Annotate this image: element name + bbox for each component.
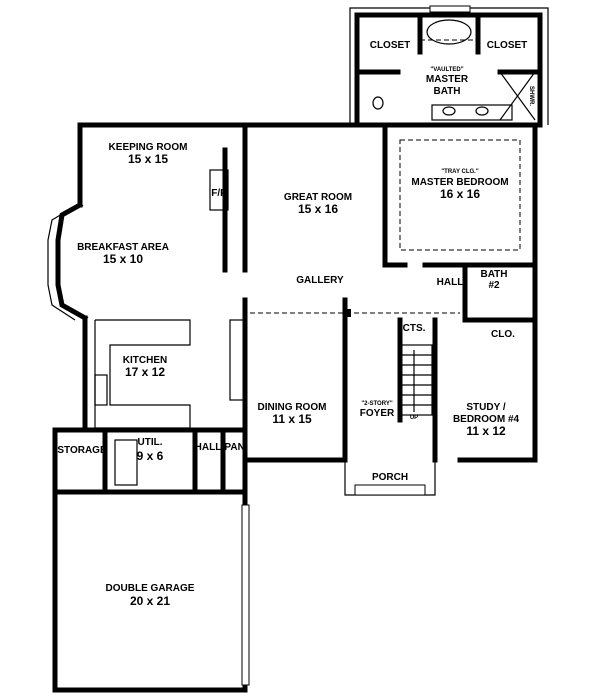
garage-size: 20 x 21 xyxy=(130,594,170,608)
master-bath-note: "VAULTED" xyxy=(430,67,463,73)
storage-label: STORAGE xyxy=(57,445,107,456)
master-bedroom-size: 16 x 16 xyxy=(440,187,480,201)
stair-up-label: UP xyxy=(410,415,418,421)
master-bedroom-label: MASTER BEDROOM xyxy=(411,177,508,188)
master-bath-label-1: MASTER xyxy=(426,74,469,85)
closet-right-label: CLOSET xyxy=(487,40,528,51)
garage-label: DOUBLE GARAGE xyxy=(106,583,195,594)
util-size: 9 x 6 xyxy=(137,449,164,463)
porch-label: PORCH xyxy=(372,472,408,483)
gallery-label: GALLERY xyxy=(296,275,344,286)
shower-label: SHWR. xyxy=(528,86,534,106)
dining-room-size: 11 x 15 xyxy=(272,412,312,426)
dining-room-label: DINING ROOM xyxy=(258,402,327,413)
main-walls xyxy=(47,122,538,693)
study-label-1: STUDY / xyxy=(466,402,505,413)
great-room-size: 15 x 16 xyxy=(298,202,338,216)
staircase xyxy=(399,344,433,416)
room-labels: CLOSET CLOSET "VAULTED" MASTER BATH SHWR… xyxy=(57,40,534,608)
hall-upper-label: HALL xyxy=(437,277,464,288)
study-label-2: BEDROOM #4 xyxy=(453,414,520,425)
breakfast-area-label: BREAKFAST AREA xyxy=(77,242,169,253)
master-bath-label-2: BATH xyxy=(433,86,460,97)
keeping-room-size: 15 x 15 xyxy=(128,152,168,166)
foyer-label: FOYER xyxy=(360,408,395,419)
hall-lower-label: HALL xyxy=(195,442,222,453)
pantry-label: PAN. xyxy=(224,442,247,453)
fireplace-label: F/P xyxy=(211,188,227,199)
clo-label: CLO. xyxy=(491,329,515,340)
util-label: UTIL. xyxy=(138,437,163,448)
bath2-label-2: #2 xyxy=(488,280,500,291)
master-bedroom-note: "TRAY CLG." xyxy=(441,169,479,175)
bath2-label-1: BATH xyxy=(480,269,507,280)
cts-label: CTS. xyxy=(403,323,426,334)
kitchen-label: KITCHEN xyxy=(123,355,167,366)
breakfast-area-size: 15 x 10 xyxy=(103,252,143,266)
closet-left-label: CLOSET xyxy=(370,40,411,51)
study-size: 11 x 12 xyxy=(466,424,506,438)
great-room-label: GREAT ROOM xyxy=(284,192,352,203)
foyer-note: "2-STORY" xyxy=(361,401,393,407)
kitchen-size: 17 x 12 xyxy=(125,365,165,379)
keeping-room-label: KEEPING ROOM xyxy=(109,142,188,153)
master-suite-walls xyxy=(349,5,549,128)
